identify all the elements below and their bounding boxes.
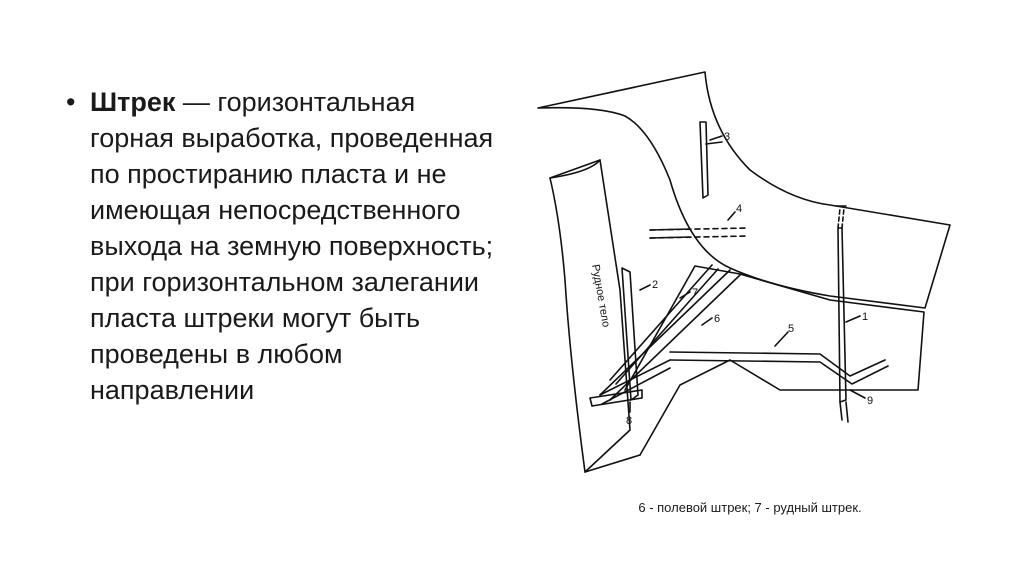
- leader-5: [774, 331, 789, 347]
- crosscut-5: [669, 351, 889, 385]
- definition-text-block: • Штрек — горизонтальная горная выработк…: [66, 84, 506, 408]
- bullet-text: Штрек — горизонтальная горная выработка,…: [90, 84, 506, 408]
- raise-3-head: [705, 141, 723, 145]
- crosscut-4-solid: [649, 228, 691, 239]
- label-5: 5: [788, 323, 794, 335]
- ore-body-inner-edge: [584, 454, 641, 473]
- shaft-1-lower: [839, 401, 849, 423]
- raise-2: [621, 267, 639, 401]
- label-4: 4: [736, 203, 742, 215]
- drift-8: [589, 389, 643, 407]
- term-shtrek: Штрек: [90, 87, 176, 117]
- bullet-marker: •: [66, 87, 76, 117]
- label-6: 6: [714, 313, 720, 325]
- shaft-1: [837, 227, 847, 403]
- leader-6: [701, 317, 713, 326]
- label-8: 8: [626, 415, 632, 427]
- diagram-svg: Рудное тело 1 2 3 4 5 6 7 8 9: [537, 71, 951, 473]
- leader-7: [679, 291, 691, 299]
- label-7: 7: [692, 287, 698, 299]
- ore-body-outline: [549, 159, 631, 473]
- label-3: 3: [724, 131, 730, 143]
- term-definition: — горизонтальная горная выработка, прове…: [90, 87, 494, 405]
- leader-3: [709, 135, 723, 141]
- leader-9: [849, 389, 866, 399]
- leader-4: [727, 211, 736, 221]
- label-9: 9: [867, 395, 873, 407]
- raise-3: [699, 121, 709, 199]
- ore-body-label: Рудное тело: [589, 263, 612, 328]
- lower-crosscut: [599, 359, 671, 405]
- mine-workings-diagram: Рудное тело 1 2 3 4 5 6 7 8 9: [530, 60, 970, 490]
- leader-2: [639, 284, 651, 291]
- bullet-item: • Штрек — горизонтальная горная выработк…: [66, 84, 506, 408]
- shaft-1-upper: [837, 207, 845, 229]
- label-2: 2: [652, 279, 658, 291]
- ore-body-edge: [549, 159, 601, 179]
- field-drift: [599, 269, 741, 401]
- crosscut-4: [649, 227, 749, 239]
- upper-surface: [537, 71, 951, 309]
- figure-caption: 6 - полевой штрек; 7 - рудный штрек.: [638, 500, 862, 515]
- ore-drift: [609, 264, 719, 385]
- label-1: 1: [862, 311, 868, 323]
- leader-1: [845, 315, 861, 323]
